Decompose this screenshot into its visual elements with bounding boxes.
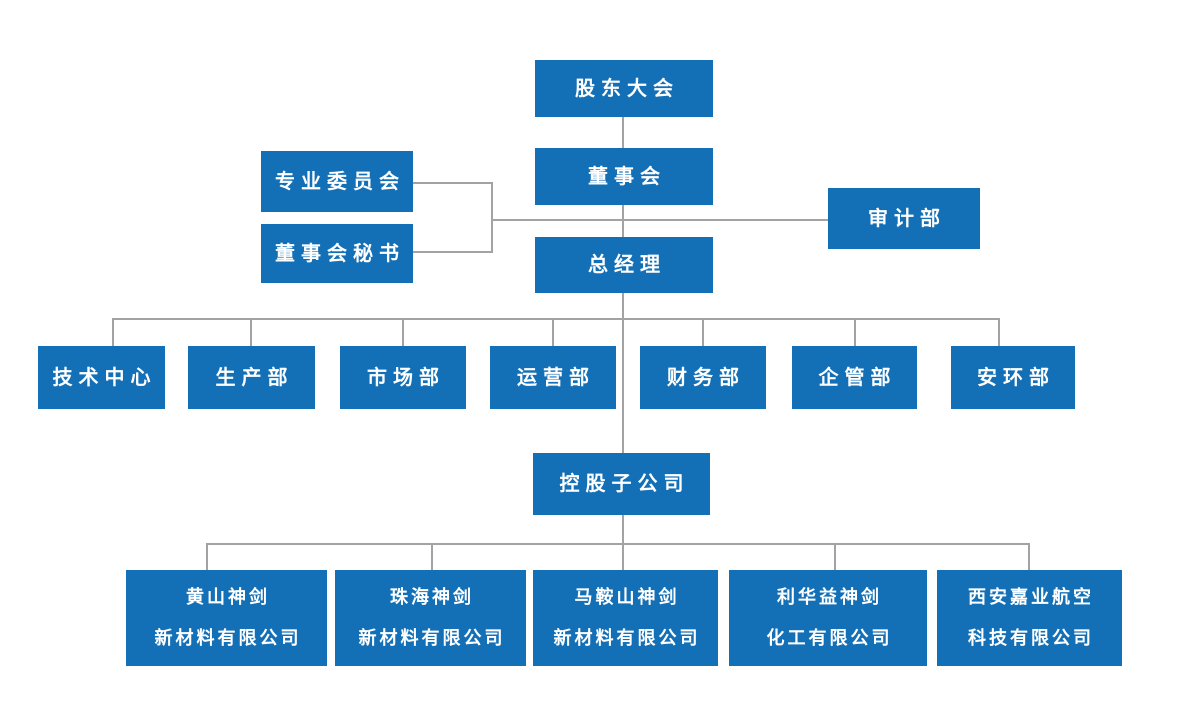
org-node-lihuayi-shenjian: 利华益神剑化工有限公司 bbox=[729, 570, 927, 666]
connector-line bbox=[413, 251, 492, 253]
connector-line bbox=[622, 515, 624, 570]
org-node-audit-dept: 审计部 bbox=[828, 188, 980, 249]
org-node-label: 利华益神剑 bbox=[777, 587, 882, 607]
connector-line bbox=[491, 182, 493, 253]
org-node-label: 运营部 bbox=[517, 366, 595, 389]
connector-line bbox=[1028, 543, 1030, 570]
org-node-label: 化工有限公司 bbox=[766, 628, 893, 648]
connector-line bbox=[998, 318, 1000, 346]
org-node-tech-center: 技术中心 bbox=[38, 346, 165, 409]
org-node-label: 股东大会 bbox=[575, 77, 679, 100]
org-node-board-secretary: 董事会秘书 bbox=[261, 224, 413, 283]
connector-line bbox=[854, 318, 856, 346]
org-node-label: 控股子公司 bbox=[559, 473, 690, 495]
org-node-label: 财务部 bbox=[667, 366, 745, 389]
org-node-label: 新材料有限公司 bbox=[553, 628, 701, 648]
org-node-label: 技术中心 bbox=[52, 366, 157, 389]
org-node-label: 企管部 bbox=[818, 366, 897, 389]
org-node-production-dept: 生产部 bbox=[188, 346, 315, 409]
org-node-label: 西安嘉业航空 bbox=[968, 587, 1094, 607]
org-node-general-manager: 总经理 bbox=[535, 237, 713, 293]
org-node-label: 董事会 bbox=[588, 165, 666, 188]
org-node-label: 审计部 bbox=[868, 207, 946, 230]
org-node-marketing-dept: 市场部 bbox=[340, 346, 466, 409]
connector-line bbox=[431, 543, 433, 570]
connector-line bbox=[622, 117, 624, 148]
org-node-label: 马鞍山神剑 bbox=[574, 587, 680, 607]
connector-line bbox=[250, 318, 252, 346]
connector-line bbox=[834, 543, 836, 570]
connector-line bbox=[702, 318, 704, 346]
org-node-finance-dept: 财务部 bbox=[640, 346, 766, 409]
org-node-label: 市场部 bbox=[367, 366, 445, 389]
connector-line bbox=[492, 219, 828, 221]
connector-line bbox=[402, 318, 404, 346]
org-node-holding-subsidiaries: 控股子公司 bbox=[533, 453, 710, 515]
org-node-enterprise-mgmt-dept: 企管部 bbox=[792, 346, 917, 409]
org-node-safety-env-dept: 安环部 bbox=[951, 346, 1075, 409]
org-node-label: 专业委员会 bbox=[275, 170, 405, 193]
org-node-label: 生产部 bbox=[215, 366, 294, 389]
org-node-label: 科技有限公司 bbox=[968, 628, 1094, 648]
connector-line bbox=[112, 318, 114, 346]
org-node-label: 安环部 bbox=[977, 366, 1055, 389]
connector-line bbox=[206, 543, 208, 570]
connector-line bbox=[113, 318, 999, 320]
connector-line bbox=[552, 318, 554, 346]
org-node-operations-dept: 运营部 bbox=[490, 346, 616, 409]
org-node-label: 董事会秘书 bbox=[275, 242, 405, 265]
connector-line bbox=[622, 293, 624, 453]
org-node-special-committee: 专业委员会 bbox=[261, 151, 413, 212]
connector-line bbox=[207, 543, 1029, 545]
org-node-label: 新材料有限公司 bbox=[154, 628, 302, 648]
org-node-huangshan-shenjian: 黄山神剑新材料有限公司 bbox=[126, 570, 327, 666]
org-node-label: 新材料有限公司 bbox=[358, 628, 506, 648]
org-node-label: 珠海神剑 bbox=[390, 587, 474, 607]
org-node-label: 黄山神剑 bbox=[186, 587, 270, 607]
org-node-label: 总经理 bbox=[588, 254, 666, 276]
org-node-xian-jiaye: 西安嘉业航空科技有限公司 bbox=[937, 570, 1122, 666]
org-node-shareholders-meeting: 股东大会 bbox=[535, 60, 713, 117]
org-node-maanshan-shenjian: 马鞍山神剑新材料有限公司 bbox=[533, 570, 718, 666]
org-node-zhuhai-shenjian: 珠海神剑新材料有限公司 bbox=[335, 570, 526, 666]
connector-line bbox=[413, 182, 492, 184]
org-node-board-of-directors: 董事会 bbox=[535, 148, 713, 205]
